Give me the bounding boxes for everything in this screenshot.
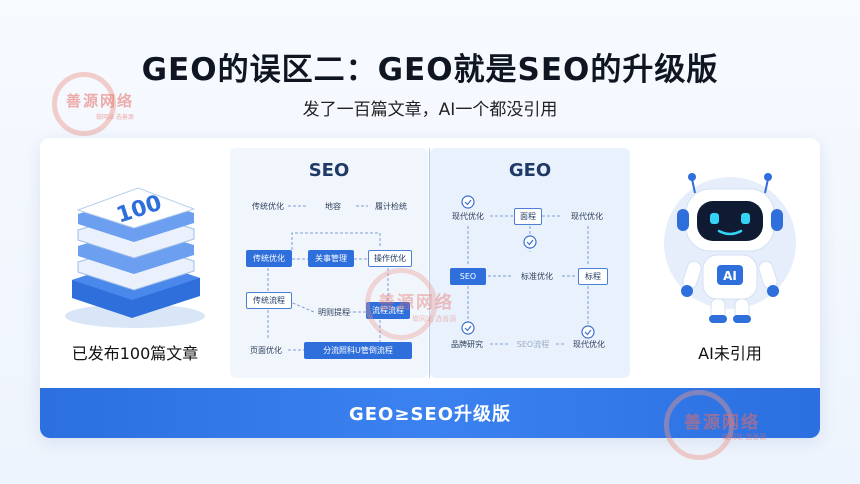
watermark-subtext: 做网站 选善源: [412, 315, 457, 323]
seo-node: 明则提程: [318, 308, 350, 317]
geo-flow-connectors: [461, 195, 595, 345]
seo-node: 履计检统: [375, 202, 407, 211]
geo-node: 现代优化: [571, 212, 603, 221]
page-subtitle: 发了一百篇文章，AI一个都没引用: [302, 100, 558, 120]
watermark-subtext: 做网站 选善源: [96, 114, 134, 121]
seo-node: 页面优化: [250, 346, 282, 355]
watermark-logo: [52, 72, 116, 136]
seo-panel: SEO 传统优化 地容 履计检统 传统优化 关事管理 操作优化 传统流程: [230, 148, 428, 378]
watermark-subtext: 做网站 选善源: [722, 433, 767, 441]
geo-node: 标程: [578, 268, 608, 285]
seo-panel-title: SEO: [308, 160, 350, 181]
geo-node: 现代优化: [573, 340, 605, 349]
watermark-text: 善源网络: [684, 413, 760, 433]
geo-panel-title: GEO: [508, 160, 552, 181]
seo-node: 传统优化: [246, 250, 292, 267]
watermark-logo: [365, 268, 437, 340]
geo-node: 标准优化: [521, 272, 553, 281]
seo-node: 传统流程: [246, 292, 292, 309]
robot-icon: AI: [664, 173, 796, 323]
document-stack-icon: 100: [65, 187, 205, 328]
content-card: 100 已发布100篇文章 SEO 传统优化 地容 履计检统 传统优化: [40, 138, 820, 438]
geo-node: 品牌研究: [451, 340, 483, 349]
seo-node: 传统优化: [252, 202, 284, 211]
seo-node: 操作优化: [368, 250, 412, 267]
geo-node: 面程: [514, 208, 542, 225]
seo-node: 关事管理: [308, 250, 354, 267]
watermark-logo: [664, 390, 734, 460]
geo-node: 现代优化: [452, 212, 484, 221]
page-title: GEO的误区二：GEO就是SEO的升级版: [141, 52, 719, 88]
geo-node: SEO流程: [516, 340, 550, 349]
panel-divider: [429, 148, 430, 378]
geo-panel: GEO 现代优化 面程 现代优化: [430, 148, 630, 378]
watermark-text: 善源网络: [378, 293, 454, 313]
seo-node: 分流照科U管倒流程: [304, 342, 412, 359]
watermark-text: 善源网络: [66, 92, 135, 110]
geo-node: SEO: [450, 268, 486, 285]
robot-badge: AI: [723, 269, 737, 283]
right-caption: AI未引用: [698, 344, 762, 363]
seo-node: 地容: [325, 202, 341, 211]
left-caption: 已发布100篇文章: [71, 344, 199, 363]
